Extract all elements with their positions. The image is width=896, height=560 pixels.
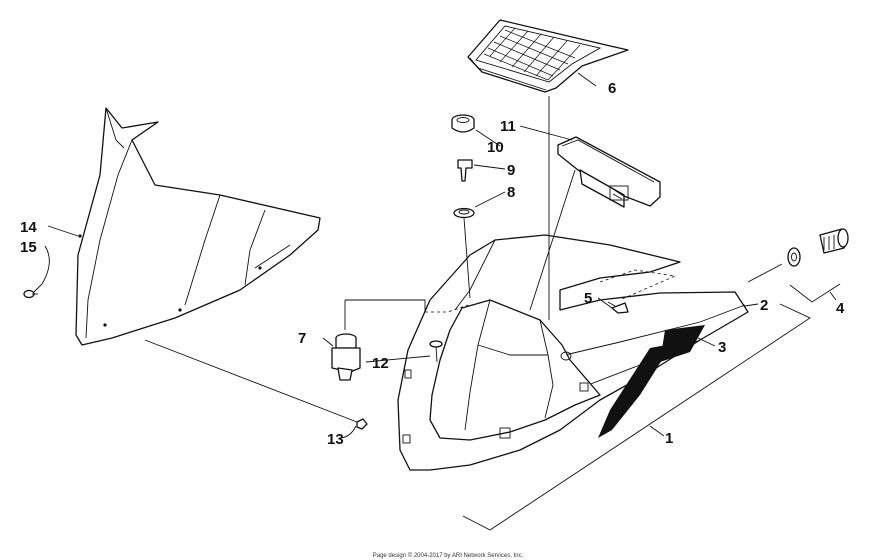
callout-10[interactable]: 10 [487,139,504,156]
front-nose-cover[interactable] [402,299,601,444]
callout-15[interactable]: 15 [20,239,37,256]
glove-box[interactable] [557,136,661,208]
callout-labels: 1 2 3 4 5 6 7 8 9 10 11 12 13 14 15 [20,80,845,448]
callout-1[interactable]: 1 [665,430,673,447]
callout-11[interactable]: 11 [500,118,516,135]
callout-13[interactable]: 13 [327,431,344,448]
screw[interactable] [429,340,443,363]
callout-3[interactable]: 3 [718,339,726,356]
callout-5[interactable]: 5 [584,290,592,307]
callout-8[interactable]: 8 [507,184,515,201]
callout-4[interactable]: 4 [836,300,845,317]
callout-2[interactable]: 2 [760,297,768,314]
lock-nut[interactable] [453,207,475,219]
storage-net-tray[interactable] [467,19,629,93]
callout-9[interactable]: 9 [507,162,515,179]
power-outlet[interactable] [787,228,849,267]
callout-12[interactable]: 12 [372,355,389,372]
nut[interactable] [356,418,368,430]
clip[interactable] [611,302,629,314]
lock-cylinder[interactable] [451,114,475,133]
callout-6[interactable]: 6 [608,80,616,97]
side-decal[interactable] [598,325,705,438]
callout-pointers [33,72,837,439]
callout-14[interactable]: 14 [20,219,37,236]
rivet[interactable] [23,289,38,299]
key[interactable] [457,159,473,182]
windshield[interactable] [75,107,321,346]
copyright-footer: Page design © 2004-2017 by ARI Network S… [373,552,524,559]
ignition-switch[interactable] [331,333,361,381]
callout-7[interactable]: 7 [298,330,306,347]
leader-lines [144,96,841,531]
